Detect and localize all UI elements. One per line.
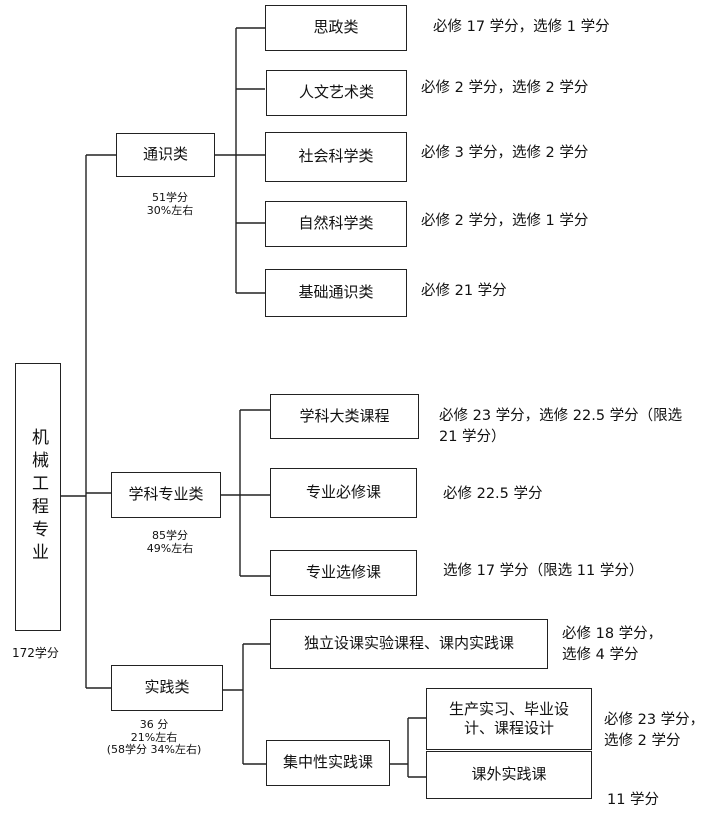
discipline-label: 学科专业类 [128,485,204,504]
extracurricular-label: 课外实践课 [471,765,547,784]
internship-note-line: 选修 2 学分 [604,733,681,750]
discipline-item-note: 必修 23 学分，选修 22.5 学分（限选 21 学分） [439,408,683,446]
general-item-note: 必修 21 学分 [421,283,507,299]
lab-course-box: 独立设课实验课程、课内实践课 [270,619,548,669]
discipline-percent: 49%左右 [146,541,194,555]
discipline-item-note: 选修 17 学分（限选 11 学分） [443,563,644,579]
general-item-box: 自然科学类 [265,201,407,247]
general-label: 通识类 [142,145,188,164]
discipline-node: 学科专业类 [111,472,221,518]
internship-label: 生产实习、毕业设计、课程设计 [448,699,569,738]
concentrated-practice-box: 集中性实践课 [266,740,390,786]
general-item-note: 必修 2 学分，选修 2 学分 [421,80,589,96]
general-item-box: 社会科学类 [265,132,407,182]
general-item-label: 人文艺术类 [298,83,374,102]
discipline-item-box: 专业必修课 [270,468,417,518]
practice-extra: (58学分 34%左右) [106,743,202,757]
general-item-note: 必修 2 学分，选修 1 学分 [421,213,589,229]
extracurricular-box: 课外实践课 [426,751,592,799]
practice-credits: 36 分 [139,718,169,731]
lab-course-label: 独立设课实验课程、课内实践课 [303,634,514,653]
general-item-box: 基础通识类 [265,269,407,317]
internship-note: 必修 23 学分， 选修 2 学分 [604,710,704,752]
lab-course-note-line: 必修 18 学分， [562,626,663,642]
general-item-label: 社会科学类 [298,147,374,166]
practice-label: 实践类 [144,678,190,697]
practice-summary: 36 分 21%左右 (58学分 34%左右) [98,718,210,757]
practice-node: 实践类 [111,665,223,711]
general-item-box: 人文艺术类 [266,70,407,116]
internship-box: 生产实习、毕业设计、课程设计 [426,688,592,750]
discipline-summary: 85学分 49%左右 [131,529,209,555]
discipline-item-box: 专业选修课 [270,550,417,596]
internship-note-line: 必修 23 学分， [604,712,705,728]
discipline-item-label: 专业选修课 [305,563,381,582]
general-item-note: 必修 3 学分，选修 2 学分 [421,145,589,161]
lab-course-note: 必修 18 学分， 选修 4 学分 [562,624,662,666]
root-total: 172学分 [12,646,59,660]
general-credits: 51学分 [152,191,188,204]
general-item-label: 自然科学类 [298,214,374,233]
root-label: 机械工程专业 [28,428,49,566]
general-item-label: 基础通识类 [298,283,374,302]
general-summary: 51学分 30%左右 [131,191,209,217]
discipline-item-label: 专业必修课 [305,483,381,502]
general-item-note: 必修 17 学分，选修 1 学分 [433,19,610,35]
root-node: 机械工程专业 [15,363,61,631]
practice-percent: 21%左右 [130,730,178,744]
general-item-box: 思政类 [265,5,407,51]
discipline-item-label: 学科大类课程 [299,406,390,425]
discipline-credits: 85学分 [152,529,188,542]
discipline-item-note: 必修 22.5 学分 [443,486,543,502]
extracurricular-note: 11 学分 [607,792,660,808]
concentrated-practice-label: 集中性实践课 [282,753,373,772]
general-item-label: 思政类 [313,18,359,37]
general-percent: 30%左右 [146,203,194,217]
discipline-item-box: 学科大类课程 [270,394,419,439]
lab-course-note-line: 选修 4 学分 [562,647,639,664]
general-node: 通识类 [116,133,215,177]
